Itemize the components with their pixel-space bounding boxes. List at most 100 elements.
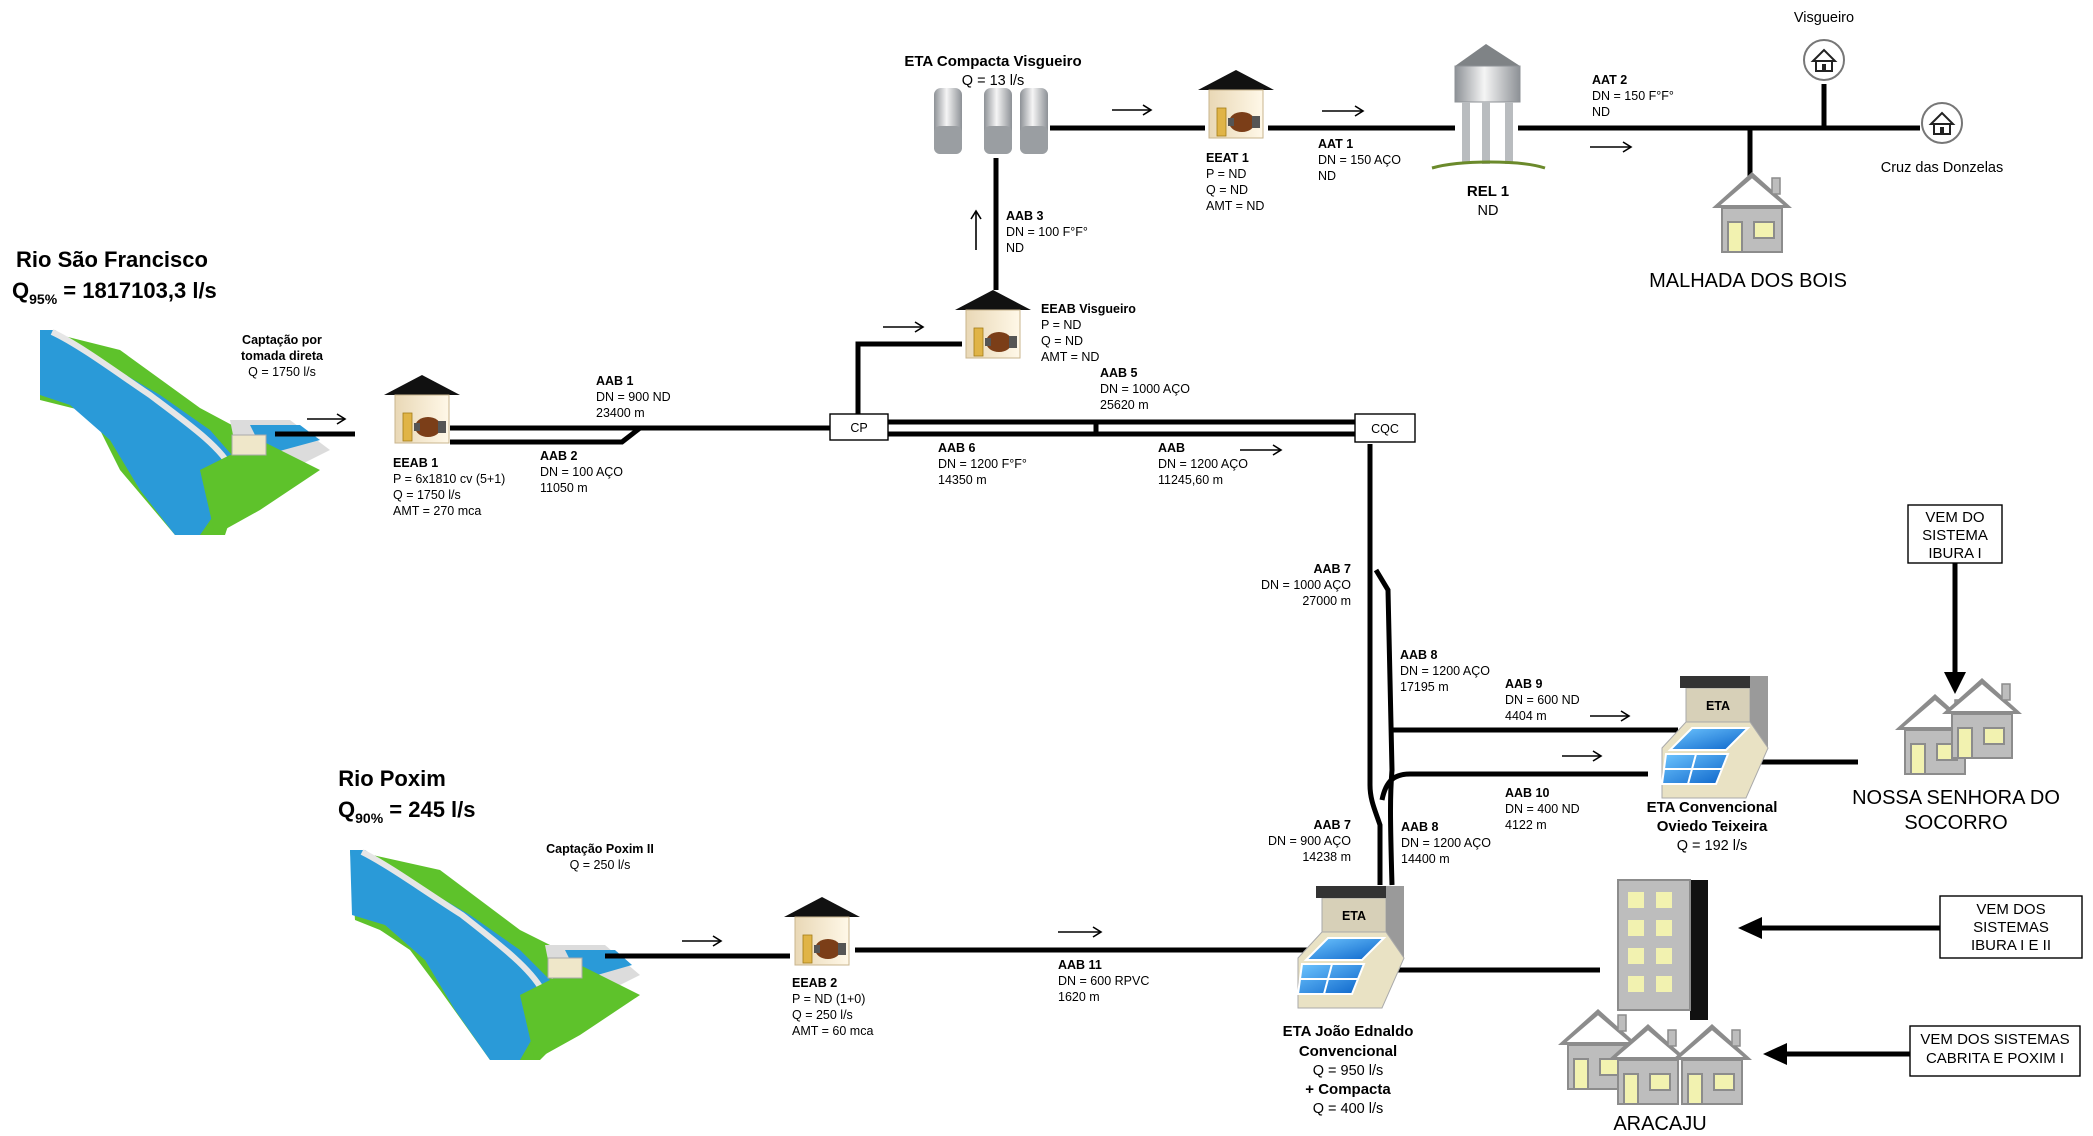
eeab-visgueiro-label: EEAB Visgueiro P = ND Q = ND AMT = ND: [1041, 302, 1136, 364]
svg-text:+ Compacta: + Compacta: [1305, 1081, 1391, 1098]
svg-text:11245,60 m: 11245,60 m: [1158, 473, 1223, 487]
locality-cruz-das-donzelas: Cruz das Donzelas: [1881, 160, 2004, 176]
svg-text:Q = 192 l/s: Q = 192 l/s: [1677, 838, 1748, 854]
node-cqc: CQC: [1354, 413, 1416, 443]
eta-compacta-visgueiro-label: ETA Compacta Visgueiro Q = 13 l/s: [904, 53, 1081, 89]
svg-text:REL 1: REL 1: [1467, 183, 1509, 200]
river-poxim-name: Rio Poxim: [338, 766, 446, 791]
svg-text:AAB 2: AAB 2: [540, 449, 578, 463]
poxim-river-intake-illustration: [350, 849, 640, 1060]
pipe-aab9-label: AAB 9 DN = 600 ND 4404 m: [1505, 677, 1580, 723]
locality-socorro-line1: NOSSA SENHORA DO: [1852, 787, 2060, 809]
svg-text:14400 m: 14400 m: [1401, 852, 1450, 866]
flow-arrow-icon: [307, 413, 347, 425]
eeab-visgueiro-pump-station-icon: [954, 289, 1032, 359]
svg-text:ND: ND: [1478, 203, 1499, 219]
svg-text:AAB: AAB: [1158, 441, 1185, 455]
node-cqc-label: CQC: [1371, 422, 1399, 436]
pipe-aab10-label: AAB 10 DN = 400 ND 4122 m: [1505, 786, 1580, 832]
locality-socorro-line2: SOCORRO: [1904, 812, 2007, 834]
svg-text:Q = 250 l/s: Q = 250 l/s: [792, 1008, 853, 1022]
svg-text:DN = 1200 AÇO: DN = 1200 AÇO: [1400, 664, 1490, 678]
svg-text:P = ND: P = ND: [1206, 167, 1246, 181]
svg-text:Q = ND: Q = ND: [1041, 334, 1083, 348]
svg-text:DN = 100 AÇO: DN = 100 AÇO: [540, 465, 623, 479]
flow-arrow-icon: [883, 321, 925, 333]
svg-text:27000 m: 27000 m: [1302, 594, 1351, 608]
svg-text:ETA João Ednaldo: ETA João Ednaldo: [1283, 1023, 1414, 1040]
svg-text:ETA Convencional: ETA Convencional: [1647, 799, 1778, 816]
svg-text:Q = ND: Q = ND: [1206, 183, 1248, 197]
svg-text:Q = 1750 l/s: Q = 1750 l/s: [393, 488, 461, 502]
pipe-aab7b-label: AAB 7 DN = 900 AÇO 14238 m: [1268, 818, 1351, 864]
svg-text:ND: ND: [1318, 169, 1336, 183]
svg-text:AAT 1: AAT 1: [1318, 137, 1353, 151]
svg-text:AAB 1: AAB 1: [596, 374, 634, 388]
pipe-aab8b-label: AAB 8 DN = 1200 AÇO 14400 m: [1401, 820, 1491, 866]
ext-ibura-i-line1: VEM DO: [1925, 509, 1984, 526]
pipe-aat1-label: AAT 1 DN = 150 AÇO ND: [1318, 137, 1401, 183]
svg-text:Q = 250 l/s: Q = 250 l/s: [570, 858, 631, 872]
svg-text:DN = 1000 AÇO: DN = 1000 AÇO: [1261, 578, 1351, 592]
eta-oviedo-building-icon: ETA: [1661, 675, 1769, 799]
eta-oviedo-label: ETA Convencional Oviedo Teixeira Q = 192…: [1647, 799, 1778, 854]
svg-text:Convencional: Convencional: [1299, 1043, 1397, 1060]
flow-arrow-icon: [1322, 105, 1365, 117]
svg-text:EEAB Visgueiro: EEAB Visgueiro: [1041, 302, 1136, 316]
svg-text:EEAT 1: EEAT 1: [1206, 151, 1249, 165]
svg-text:Q = 1750 l/s: Q = 1750 l/s: [248, 365, 316, 379]
ext-ibura-i-ii-line2: SISTEMAS: [1973, 919, 2049, 936]
svg-text:P = ND (1+0): P = ND (1+0): [792, 992, 865, 1006]
locality-aracaju: ARACAJU: [1613, 1113, 1706, 1135]
pipe-aab2-label: AAB 2 DN = 100 AÇO 11050 m: [540, 449, 623, 495]
svg-text:EEAB 2: EEAB 2: [792, 976, 837, 990]
svg-text:DN = 900 AÇO: DN = 900 AÇO: [1268, 834, 1351, 848]
svg-text:AAB 9: AAB 9: [1505, 677, 1543, 691]
flow-arrow-icon: [1590, 141, 1633, 153]
svg-text:14350 m: 14350 m: [938, 473, 987, 487]
svg-text:ND: ND: [1592, 105, 1610, 119]
svg-text:AAB 5: AAB 5: [1100, 366, 1138, 380]
svg-text:AAB 11: AAB 11: [1058, 958, 1102, 972]
eeat1-label: EEAT 1 P = ND Q = ND AMT = ND: [1206, 151, 1264, 213]
eta-joao-ednaldo-badge: ETA: [1342, 909, 1366, 923]
locality-malhada-dos-bois: MALHADA DOS BOIS: [1649, 270, 1847, 292]
river-sao-francisco-flow: Q95% = 1817103,3 l/s: [12, 278, 217, 307]
svg-text:Oviedo Teixeira: Oviedo Teixeira: [1657, 818, 1768, 835]
eta-compacta-tanks-icon: [934, 88, 1048, 154]
svg-text:AMT = ND: AMT = ND: [1041, 350, 1099, 364]
ext-ibura-i-ii-line1: VEM DOS: [1976, 901, 2045, 918]
river-sao-francisco-name: Rio São Francisco: [16, 247, 208, 272]
svg-text:DN = 150 AÇO: DN = 150 AÇO: [1318, 153, 1401, 167]
ext-ibura-i-line3: IBURA I: [1928, 545, 1981, 562]
svg-text:EEAB 1: EEAB 1: [393, 456, 438, 470]
svg-text:Captação por: Captação por: [242, 333, 322, 347]
eeab1-pump-station-icon: [383, 374, 461, 444]
svg-text:AAB 8: AAB 8: [1401, 820, 1439, 834]
ext-source-cabrita-poxim: VEM DOS SISTEMAS CABRITA E POXIM I: [1909, 1025, 2081, 1077]
pipe-aab11-label: AAB 11 DN = 600 RPVC 1620 m: [1058, 958, 1149, 1004]
svg-text:17195 m: 17195 m: [1400, 680, 1449, 694]
svg-text:ETA Compacta Visgueiro: ETA Compacta Visgueiro: [904, 53, 1081, 70]
svg-text:DN = 1000 AÇO: DN = 1000 AÇO: [1100, 382, 1190, 396]
aracaju-building-icon: [1617, 879, 1708, 1020]
flow-arrow-icon: [1112, 104, 1153, 116]
svg-text:Q = 400 l/s: Q = 400 l/s: [1313, 1101, 1384, 1117]
node-cp-label: CP: [850, 421, 867, 435]
svg-text:23400 m: 23400 m: [596, 406, 645, 420]
svg-text:P = ND: P = ND: [1041, 318, 1081, 332]
svg-text:DN = 1200 F°F°: DN = 1200 F°F°: [938, 457, 1027, 471]
svg-text:AAB 7: AAB 7: [1313, 818, 1351, 832]
eeab1-label: EEAB 1 P = 6x1810 cv (5+1) Q = 1750 l/s …: [393, 456, 505, 518]
pipe-aab1-label: AAB 1 DN = 900 ND 23400 m: [596, 374, 671, 420]
svg-text:AAB 10: AAB 10: [1505, 786, 1550, 800]
locality-visgueiro: Visgueiro: [1794, 10, 1854, 26]
svg-text:DN = 1200 AÇO: DN = 1200 AÇO: [1401, 836, 1491, 850]
eta-oviedo-badge: ETA: [1706, 699, 1730, 713]
svg-text:DN = 100 F°F°: DN = 100 F°F°: [1006, 225, 1088, 239]
pipe-aab8a-label: AAB 8 DN = 1200 AÇO 17195 m: [1400, 648, 1490, 694]
svg-text:4122 m: 4122 m: [1505, 818, 1547, 832]
svg-text:11050 m: 11050 m: [540, 481, 588, 495]
svg-text:DN = 600 RPVC: DN = 600 RPVC: [1058, 974, 1149, 988]
